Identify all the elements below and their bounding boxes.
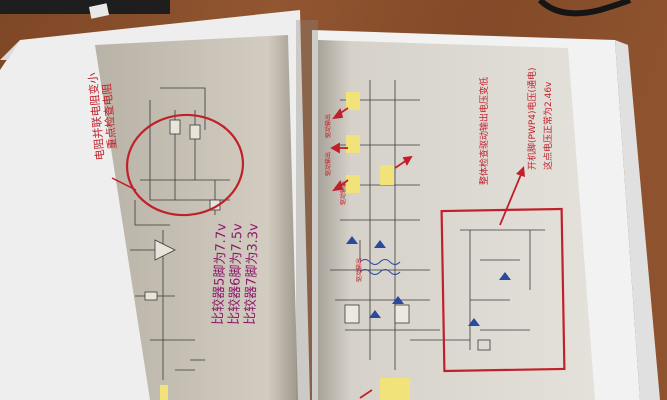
left-schematic — [130, 87, 230, 380]
highlight-block-2 — [346, 135, 360, 153]
right-page — [318, 40, 595, 400]
boxed-schematic — [460, 229, 545, 351]
comparator-line-2: 比较器6脚为7.5v — [226, 223, 246, 325]
highlight-strip-left — [160, 385, 168, 400]
cable — [537, 0, 632, 17]
callout-top: 整体检查驱动输出电压变低 — [478, 77, 490, 185]
callout-mid: 开机脚(PWP4)电压(通电) — [526, 67, 538, 170]
red-arrow-left — [111, 177, 137, 191]
callout-low: 这点电压正常为2.46v — [542, 81, 554, 170]
left-page — [95, 35, 298, 400]
red-arrows-right — [330, 107, 413, 399]
comparator-line-1: 比较器5脚为7.7v — [210, 223, 230, 325]
side-label-3: 驱动输出 — [339, 181, 347, 205]
red-arrow-box — [499, 171, 523, 226]
dark-object-top-left — [0, 0, 170, 14]
right-schematic — [330, 80, 470, 370]
highlight-block-4 — [380, 165, 394, 185]
highlight-block-5 — [380, 378, 410, 400]
transformer-coil — [359, 259, 401, 275]
highlight-block-3 — [346, 175, 360, 193]
side-label-1: 驱动输出 — [324, 114, 332, 138]
highlight-block-1 — [346, 92, 360, 110]
side-label-2: 驱动输出 — [324, 152, 332, 176]
side-label-4: 驱动输出 — [355, 258, 363, 282]
circle-note-line2: 重点检查电阻 — [99, 83, 119, 150]
red-box-annotation — [440, 207, 566, 373]
red-circle-annotation — [125, 113, 245, 217]
comparator-line-3: 比较器7脚为3.3v — [242, 223, 262, 325]
